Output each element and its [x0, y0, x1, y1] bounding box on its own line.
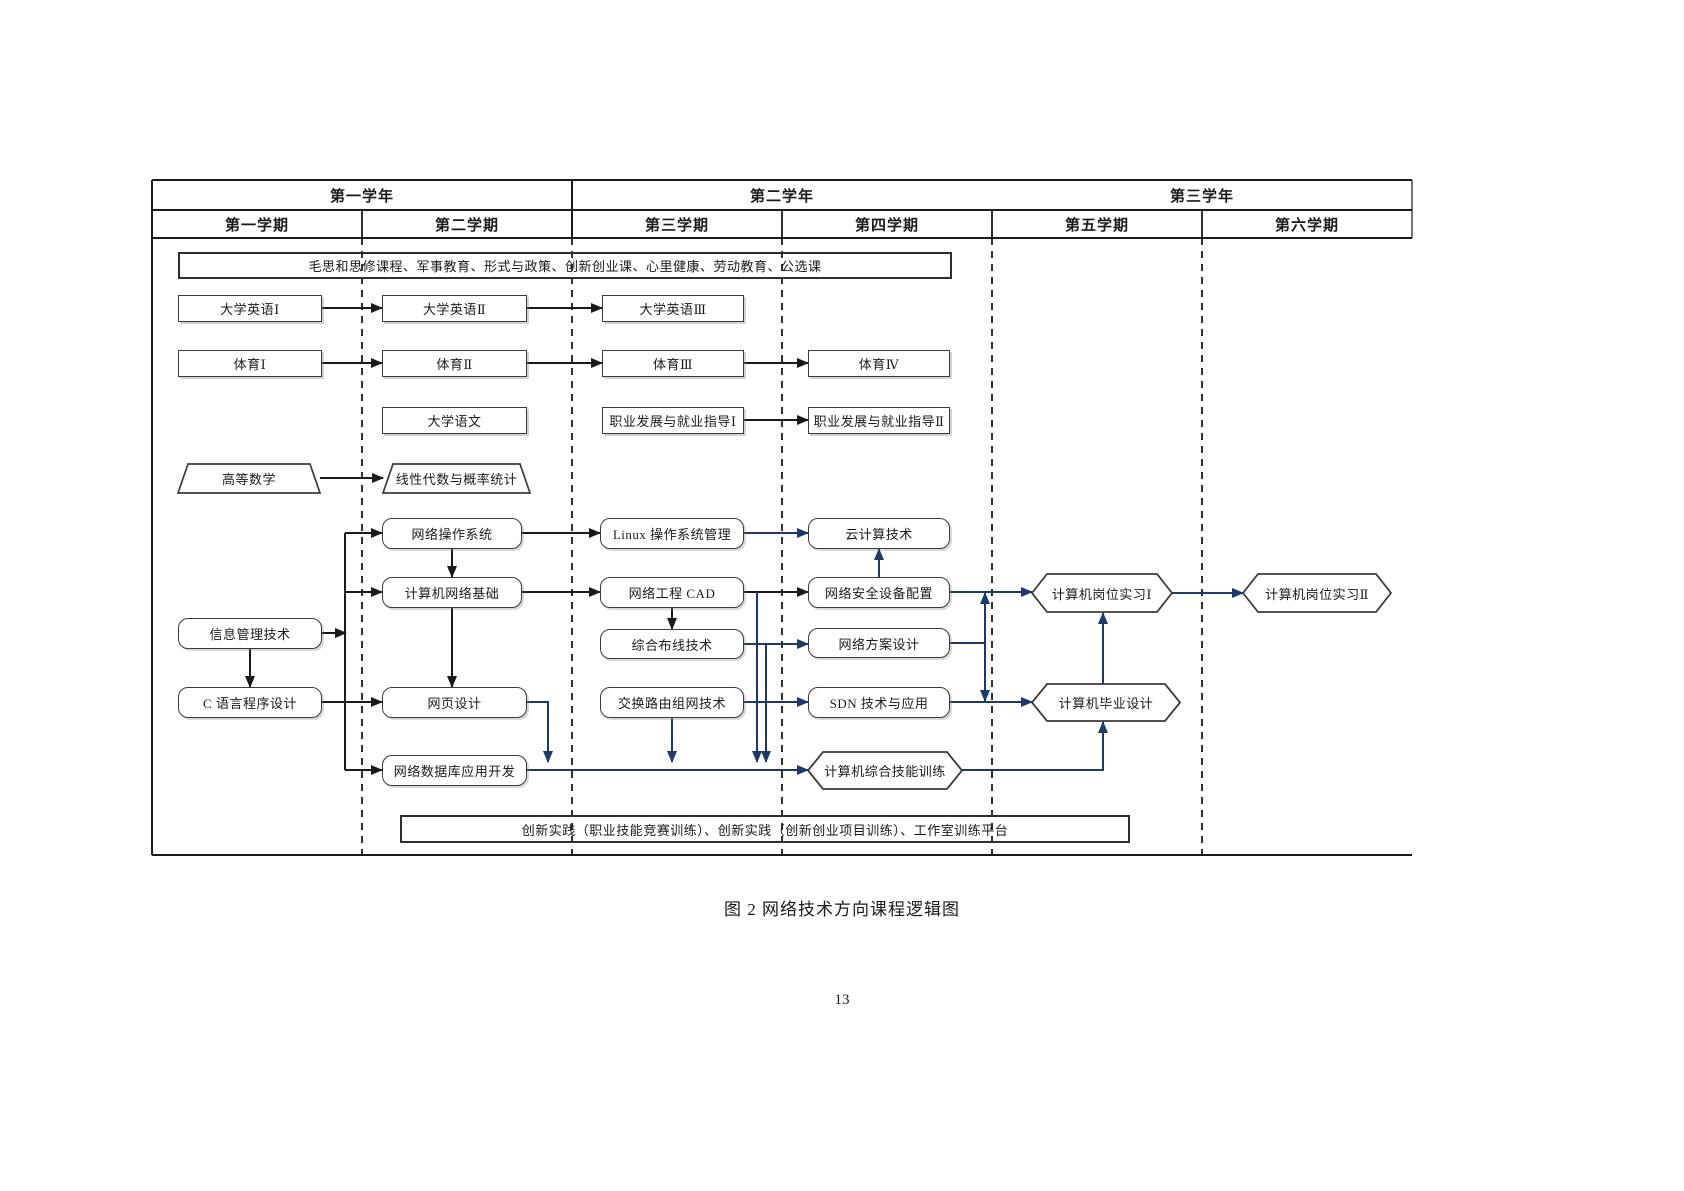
shape-linear-algebra	[381, 463, 532, 494]
node-internship-1: 计算机岗位实习Ⅰ	[1051, 586, 1153, 602]
shape-advanced-math	[176, 463, 322, 494]
node-network-db: 网络数据库应用开发	[382, 755, 527, 786]
year-header-3: 第三学年	[1169, 188, 1234, 205]
semester-header-3: 第三学期	[644, 217, 709, 234]
node-linear-algebra: 线性代数与概率统计	[395, 472, 518, 487]
figure-caption: 图 2 网络技术方向课程逻辑图	[724, 900, 960, 919]
node-network-os: 网络操作系统	[382, 518, 522, 549]
node-pe-1: 体育Ⅰ	[178, 350, 322, 377]
node-graduation-project: 计算机毕业设计	[1058, 696, 1154, 711]
node-pe-4: 体育Ⅳ	[808, 350, 950, 377]
node-career-guide-1: 职业发展与就业指导Ⅰ	[602, 407, 744, 434]
node-internship-2: 计算机岗位实习Ⅱ	[1265, 586, 1369, 602]
node-pe-2: 体育Ⅱ	[382, 350, 527, 377]
node-cloud-computing: 云计算技术	[808, 518, 950, 549]
semester-header-4: 第四学期	[854, 217, 919, 234]
year-header-1: 第一学年	[329, 188, 394, 205]
node-network-basics: 计算机网络基础	[382, 577, 522, 608]
year-header-2: 第二学年	[749, 188, 814, 205]
semester-header-6: 第六学期	[1274, 217, 1339, 234]
node-college-chinese: 大学语文	[382, 407, 527, 434]
node-sdn: SDN 技术与应用	[808, 687, 950, 718]
edge-webdesign-skills-drop	[527, 701, 553, 763]
node-college-english-3: 大学英语Ⅲ	[602, 295, 744, 322]
node-network-cad: 网络工程 CAD	[600, 577, 744, 608]
node-pe-3: 体育Ⅲ	[602, 350, 744, 377]
semester-header-2: 第二学期	[434, 217, 499, 234]
semester-header-5: 第五学期	[1064, 217, 1129, 234]
node-network-security: 网络安全设备配置	[808, 577, 950, 608]
node-info-mgmt: 信息管理技术	[178, 618, 322, 649]
node-cabling: 综合布线技术	[600, 629, 744, 659]
node-web-design: 网页设计	[382, 687, 527, 718]
node-college-english-2: 大学英语Ⅱ	[382, 295, 527, 322]
node-comprehensive-skills: 计算机综合技能训练	[824, 764, 946, 779]
node-c-programming: C 语言程序设计	[178, 687, 322, 718]
node-college-english-1: 大学英语Ⅰ	[178, 295, 322, 322]
node-advanced-math: 高等数学	[221, 472, 276, 487]
node-network-plan: 网络方案设计	[808, 628, 950, 658]
node-linux-admin: Linux 操作系统管理	[600, 518, 744, 549]
node-banner-bottom: 创新实践（职业技能竞赛训练）、创新实践（创新创业项目训练）、工作室训练平台	[400, 815, 1130, 843]
node-career-guide-2: 职业发展与就业指导Ⅱ	[808, 407, 950, 434]
edge-skills-gradproj	[962, 721, 1108, 771]
node-switching-routing: 交换路由组网技术	[600, 687, 744, 718]
semester-header-1: 第一学期	[224, 217, 289, 234]
page-number: 13	[834, 992, 850, 1008]
node-banner-top: 毛思和思修课程、军事教育、形式与政策、创新创业课、心里健康、劳动教育、公选课	[178, 252, 952, 279]
